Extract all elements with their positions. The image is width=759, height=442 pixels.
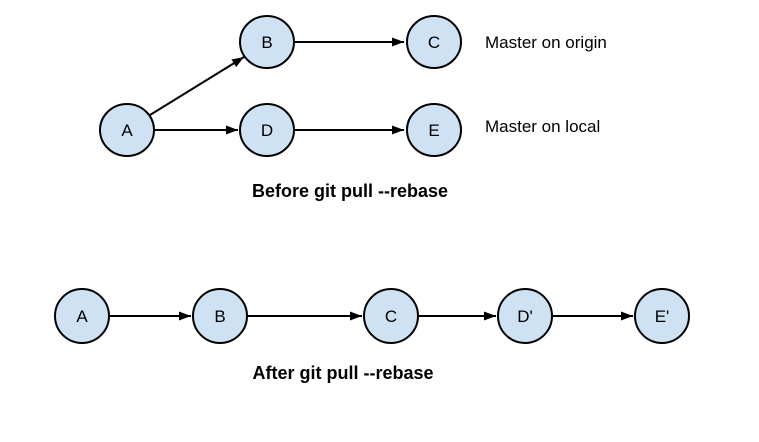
commit-node-eprime-after: E' (634, 288, 690, 344)
after-section: A B C D' E' After git pull --rebase (54, 288, 690, 383)
commit-node-a-after: A (54, 288, 110, 344)
commit-node-c-after: C (363, 288, 419, 344)
commit-label: E' (655, 307, 670, 326)
branch-label-master-local: Master on local (485, 117, 600, 136)
commit-label: D (261, 121, 273, 140)
before-caption: Before git pull --rebase (252, 181, 448, 201)
commit-node-c-before: C (406, 15, 462, 69)
commit-node-b-before: B (239, 15, 295, 69)
commit-circle (239, 103, 295, 157)
commit-label: B (261, 33, 272, 52)
commit-circle (99, 103, 155, 157)
commit-circle (406, 103, 462, 157)
commit-label: E (428, 121, 439, 140)
commit-node-b-after: B (192, 288, 248, 344)
commit-label: C (428, 33, 440, 52)
commit-node-e-before: E (406, 103, 462, 157)
commit-label: B (214, 307, 225, 326)
commit-circle (634, 288, 690, 344)
commit-label: A (121, 121, 133, 140)
commit-circle (406, 15, 462, 69)
commit-circle (363, 288, 419, 344)
commit-label: D' (517, 307, 533, 326)
commit-node-d-before: D (239, 103, 295, 157)
commit-node-dprime-after: D' (497, 288, 553, 344)
commit-label: A (76, 307, 88, 326)
commit-circle (54, 288, 110, 344)
after-caption: After git pull --rebase (252, 363, 433, 383)
commit-node-a-before: A (99, 103, 155, 157)
commit-label: C (385, 307, 397, 326)
commit-circle (497, 288, 553, 344)
before-section: A B C D E Master on origin Master on loc… (99, 15, 607, 201)
commit-circle (239, 15, 295, 69)
commit-circle (192, 288, 248, 344)
edge-a-to-b-before (149, 56, 245, 116)
branch-label-master-origin: Master on origin (485, 33, 607, 52)
